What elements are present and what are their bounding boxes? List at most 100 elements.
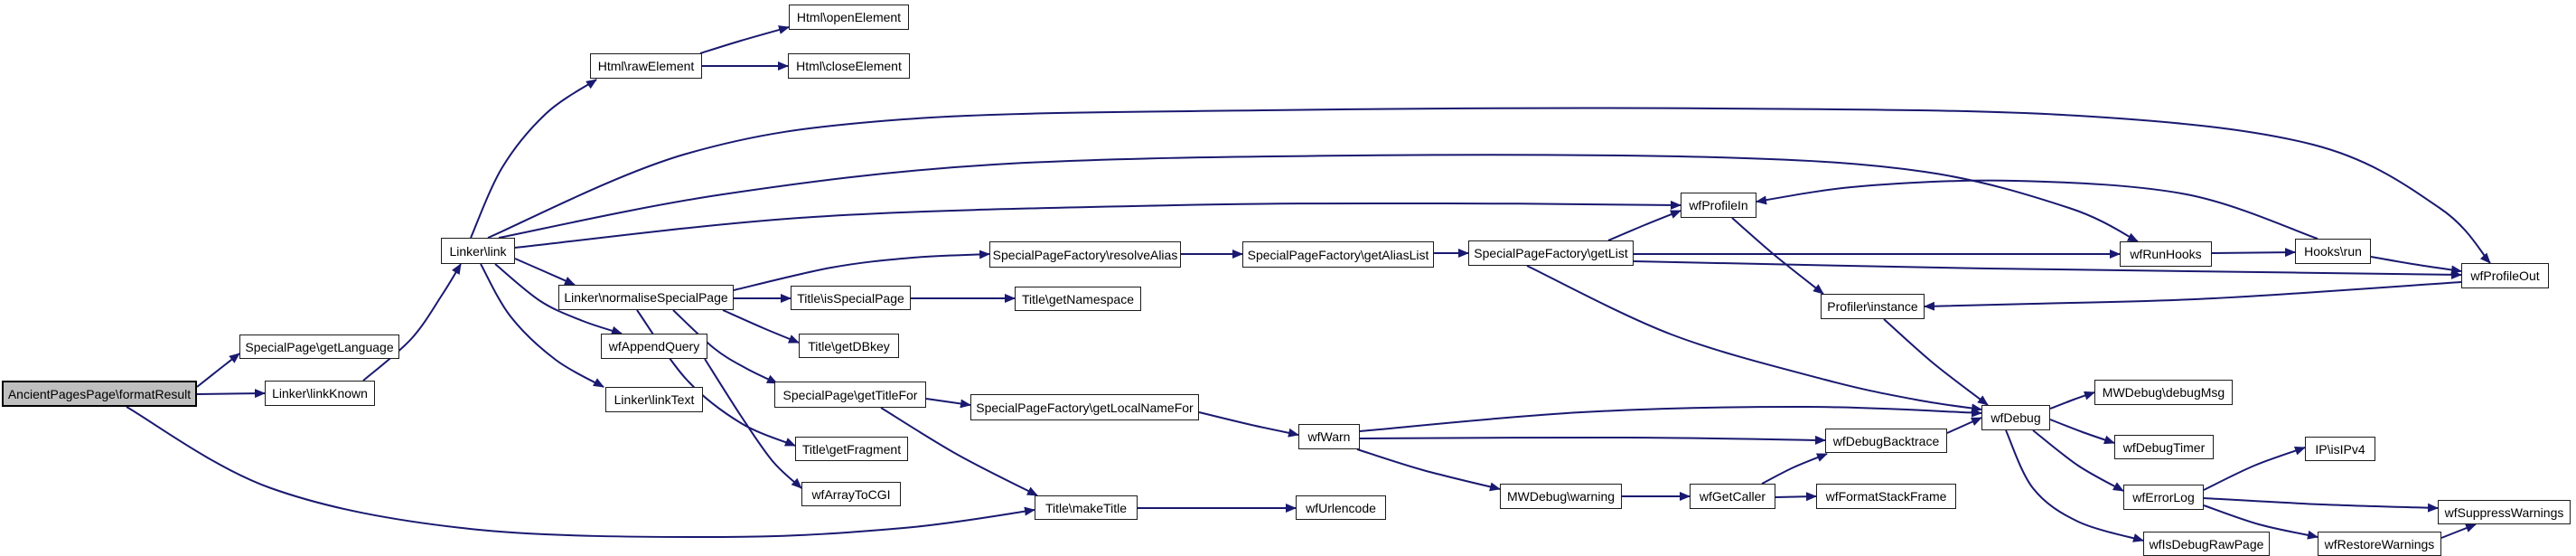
node-getLanguage[interactable]: SpecialPage\getLanguage xyxy=(239,335,399,359)
node-profilerInstance[interactable]: Profiler\instance xyxy=(1821,294,1925,319)
node-label: wfUrlencode xyxy=(1306,500,1376,515)
node-label: wfFormatStackFrame xyxy=(1825,489,1947,504)
node-linkText[interactable]: Linker\linkText xyxy=(605,387,703,412)
node-getDBkey[interactable]: Title\getDBkey xyxy=(799,334,899,358)
edge-wfErrorLog-to-wfSuppressWarnings xyxy=(2203,497,2439,513)
node-linkKnown[interactable]: Linker\linkKnown xyxy=(265,381,375,406)
edge-getLocalNameFor-to-wfWarn xyxy=(1198,411,1299,438)
edge-wfProfileOut-to-profilerInstance xyxy=(1924,281,2462,311)
edge-wfDebug-to-wfErrorLog xyxy=(2032,429,2124,492)
node-label: IP\isIPv4 xyxy=(2315,441,2365,457)
node-label: Linker\link xyxy=(449,243,507,259)
edge-wfDebug-to-debugMsg xyxy=(2049,391,2095,410)
node-wfArrayToCGI[interactable]: wfArrayToCGI xyxy=(801,482,901,506)
node-rawElement[interactable]: Html\rawElement xyxy=(590,53,702,79)
edge-linkKnown-to-link xyxy=(362,263,462,382)
node-wfAppendQuery[interactable]: wfAppendQuery xyxy=(601,334,707,359)
node-label: SpecialPage\getLanguage xyxy=(245,339,394,354)
edge-link-to-rawElement xyxy=(470,79,597,239)
node-label: SpecialPageFactory\resolveAlias xyxy=(992,247,1178,262)
edge-hooksRun-to-wfProfileIn xyxy=(1756,179,2318,240)
node-link[interactable]: Linker\link xyxy=(441,238,515,264)
node-getFragment[interactable]: Title\getFragment xyxy=(795,437,908,461)
node-wfProfileIn[interactable]: wfProfileIn xyxy=(1681,193,1756,218)
edge-profilerInstance-to-wfDebug xyxy=(1883,318,1989,406)
node-label: Html\openElement xyxy=(796,10,902,24)
node-isSpecialPage[interactable]: Title\isSpecialPage xyxy=(791,286,911,310)
node-wfErrorLog[interactable]: wfErrorLog xyxy=(2123,485,2204,510)
edge-link-to-wfProfileOut xyxy=(487,107,2491,264)
node-label: wfDebugBacktrace xyxy=(1832,433,1940,448)
node-label: SpecialPageFactory\getAliasList xyxy=(1247,247,1429,262)
node-wfProfileOut[interactable]: wfProfileOut xyxy=(2461,263,2549,288)
node-wfDebug[interactable]: wfDebug xyxy=(1981,405,2050,430)
node-getNamespace[interactable]: Title\getNamespace xyxy=(1015,287,1141,311)
edge-getList-to-wfProfileIn xyxy=(1607,210,1681,241)
node-label: MWDebug\debugMsg xyxy=(2102,385,2225,400)
node-label: Title\getNamespace xyxy=(1022,291,1134,306)
node-label: Linker\linkText xyxy=(614,392,695,407)
node-label: Hooks\run xyxy=(2304,244,2362,259)
node-getList[interactable]: SpecialPageFactory\getList xyxy=(1468,240,1634,266)
node-wfDebugTimer[interactable]: wfDebugTimer xyxy=(2114,435,2214,459)
node-hooksRun[interactable]: Hooks\run xyxy=(2295,239,2371,264)
edge-getTitleFor-to-makeTitle xyxy=(880,407,1038,496)
edge-link-to-wfRunHooks xyxy=(498,154,2139,242)
node-label: Html\rawElement xyxy=(597,59,695,73)
node-label: Title\getDBkey xyxy=(808,338,890,353)
edge-wfWarn-to-wfDebugBacktrace xyxy=(1359,435,1826,445)
edge-formatResult-to-getLanguage xyxy=(196,353,240,388)
node-label: Title\makeTitle xyxy=(1045,500,1127,515)
node-formatResult[interactable]: AncientPagesPage\formatResult xyxy=(2,381,197,407)
node-label: wfProfileOut xyxy=(2470,269,2540,283)
node-wfRestoreWarnings[interactable]: wfRestoreWarnings xyxy=(2318,532,2441,556)
node-normaliseSpecialPage[interactable]: Linker\normaliseSpecialPage xyxy=(558,285,734,310)
node-label: wfGetCaller xyxy=(1699,489,1766,504)
node-debugMsg[interactable]: MWDebug\debugMsg xyxy=(2094,380,2233,405)
node-label: Title\isSpecialPage xyxy=(797,290,904,306)
node-label: Linker\linkKnown xyxy=(272,386,368,401)
node-label: Profiler\instance xyxy=(1827,299,1918,314)
edge-getList-to-wfDebug xyxy=(1526,265,1982,413)
node-getAliasList[interactable]: SpecialPageFactory\getAliasList xyxy=(1242,241,1434,268)
node-wfSuppressWarnings[interactable]: wfSuppressWarnings xyxy=(2438,500,2571,524)
node-getLocalNameFor[interactable]: SpecialPageFactory\getLocalNameFor xyxy=(970,394,1199,420)
node-openElement[interactable]: Html\openElement xyxy=(789,5,909,30)
edge-normaliseSpecialPage-to-getTitleFor xyxy=(672,309,778,384)
node-wfDebugBacktrace[interactable]: wfDebugBacktrace xyxy=(1825,429,1947,453)
edge-wfProfileIn-to-profilerInstance xyxy=(1731,217,1824,295)
node-wfUrlencode[interactable]: wfUrlencode xyxy=(1296,495,1386,520)
edge-normaliseSpecialPage-to-resolveAlias xyxy=(733,250,990,291)
node-wfGetCaller[interactable]: wfGetCaller xyxy=(1690,484,1775,509)
node-wfRunHooks[interactable]: wfRunHooks xyxy=(2120,241,2212,267)
edge-hooksRun-to-wfProfileOut xyxy=(2370,256,2462,275)
node-label: Title\getFragment xyxy=(801,441,902,457)
node-label: wfRunHooks xyxy=(2130,247,2202,261)
edge-getList-to-wfProfileOut xyxy=(1633,260,2462,279)
edge-link-to-wfProfileIn xyxy=(514,200,1681,249)
edge-getTitleFor-to-getLocalNameFor xyxy=(925,398,971,409)
node-closeElement[interactable]: Html\closeElement xyxy=(788,53,910,79)
node-wfWarn[interactable]: wfWarn xyxy=(1298,424,1360,449)
node-getTitleFor[interactable]: SpecialPage\getTitleFor xyxy=(774,382,926,408)
node-label: wfArrayToCGI xyxy=(811,486,891,502)
node-label: Html\closeElement xyxy=(796,59,902,73)
node-wfFormatStackFrame[interactable]: wfFormatStackFrame xyxy=(1816,484,1956,509)
node-label: Linker\normaliseSpecialPage xyxy=(564,290,728,305)
edge-wfErrorLog-to-wfRestoreWarnings xyxy=(2203,504,2318,540)
edge-link-to-normaliseSpecialPage xyxy=(514,258,576,286)
node-resolveAlias[interactable]: SpecialPageFactory\resolveAlias xyxy=(989,241,1181,268)
node-label: wfDebugTimer xyxy=(2122,439,2206,455)
edge-wfGetCaller-to-wfDebugBacktrace xyxy=(1761,453,1828,485)
node-wfIsDebugRawPage[interactable]: wfIsDebugRawPage xyxy=(2143,532,2270,556)
node-label: wfAppendQuery xyxy=(608,339,700,353)
node-label: SpecialPageFactory\getLocalNameFor xyxy=(976,400,1194,415)
node-label: SpecialPage\getTitleFor xyxy=(782,387,918,402)
edge-wfRunHooks-to-hooksRun xyxy=(2211,248,2296,258)
node-isIPv4[interactable]: IP\isIPv4 xyxy=(2305,437,2375,461)
node-mwWarning[interactable]: MWDebug\warning xyxy=(1500,484,1622,509)
edge-wfRestoreWarnings-to-wfSuppressWarnings xyxy=(2440,523,2477,539)
edge-rawElement-to-openElement xyxy=(699,25,790,54)
node-makeTitle[interactable]: Title\makeTitle xyxy=(1035,495,1138,520)
